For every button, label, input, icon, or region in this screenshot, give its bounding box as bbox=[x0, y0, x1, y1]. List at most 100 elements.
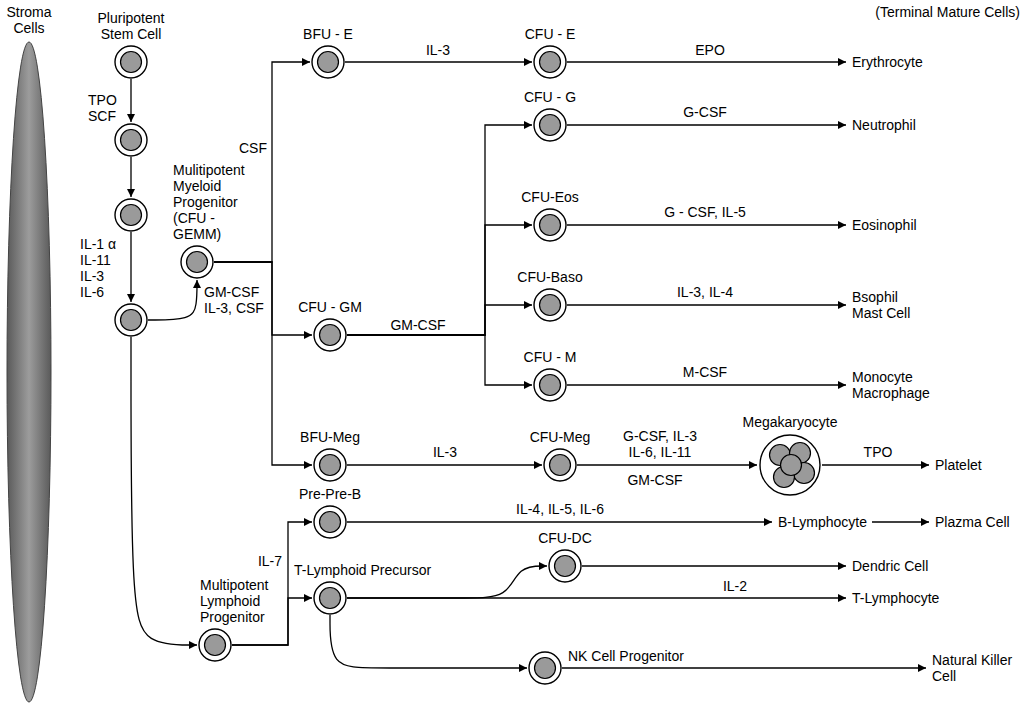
label-holder: CFU-Meg bbox=[530, 429, 591, 445]
mature-cell-name: Erythrocyte bbox=[852, 54, 923, 70]
progenitor-cell: CFU-Meg bbox=[543, 448, 577, 482]
cytokine-label: TPO bbox=[864, 444, 893, 460]
cell-membrane bbox=[534, 209, 566, 241]
lineage-arrow bbox=[130, 157, 131, 197]
cell-membrane bbox=[534, 369, 566, 401]
cell-label: Pluripotent Stem Cell bbox=[91, 10, 171, 42]
cell-symbol bbox=[528, 651, 562, 685]
lineage-arrow bbox=[148, 280, 197, 320]
cell-nucleus bbox=[555, 556, 576, 577]
mature-cell-name: B-Lymphocyte bbox=[778, 514, 867, 530]
label-holder: IL-4, IL-5, IL-6 bbox=[516, 501, 604, 517]
cell-membrane bbox=[314, 506, 346, 538]
mature-cell-label: Erythrocyte bbox=[852, 54, 923, 70]
cell-nucleus bbox=[205, 635, 226, 656]
cytokine-label: IL-1 α IL-11 IL-3 IL-6 bbox=[80, 236, 124, 300]
label-holder: TPO SCF bbox=[88, 92, 124, 124]
cell-membrane bbox=[314, 582, 346, 614]
cell-symbol bbox=[311, 45, 345, 79]
cytokine-label: GM-CSF bbox=[390, 317, 445, 333]
note-label: (Terminal Mature Cells) bbox=[875, 4, 1020, 20]
cytokine-label: IL-7 bbox=[258, 553, 282, 569]
label-holder: IL-3 bbox=[433, 444, 457, 460]
lineage-arrow bbox=[347, 597, 846, 598]
label-holder: EPO bbox=[695, 42, 725, 58]
label-holder: CFU-Eos bbox=[521, 189, 579, 205]
mature-cell-label: Bsophil Mast Cell bbox=[852, 289, 924, 321]
lineage-arrow bbox=[577, 464, 757, 465]
cell-symbol bbox=[313, 448, 347, 482]
label-holder: M-CSF bbox=[683, 364, 727, 380]
megakaryocyte-symbol bbox=[758, 433, 822, 497]
cell-label: CFU-Baso bbox=[517, 269, 582, 285]
cytokine-label: IL-3 bbox=[426, 42, 450, 58]
cell-symbol bbox=[114, 123, 148, 157]
cell-nucleus bbox=[121, 52, 142, 73]
cell-nucleus bbox=[320, 455, 341, 476]
progenitor-cell: BFU - E bbox=[311, 45, 345, 79]
cell-membrane bbox=[534, 289, 566, 321]
cytokine-label: G - CSF, IL-5 bbox=[664, 204, 746, 220]
megakaryocyte-cell: Megakaryocyte bbox=[758, 433, 822, 497]
cell-symbol bbox=[533, 208, 567, 242]
progenitor-cell: Pre-Pre-B bbox=[313, 505, 347, 539]
cell-symbol bbox=[313, 581, 347, 615]
lineage-arrow bbox=[872, 521, 929, 522]
cell-label: CFU-Eos bbox=[521, 189, 579, 205]
cell-nucleus bbox=[540, 115, 561, 136]
mature-cell-label: T-Lymphocyte bbox=[852, 590, 939, 606]
label-holder: T-Lymphoid Precursor bbox=[294, 562, 431, 578]
cell-label: BFU - E bbox=[303, 26, 353, 42]
progenitor-cell: CFU - E bbox=[533, 45, 567, 79]
cell-symbol bbox=[114, 303, 148, 337]
label-holder: CFU - M bbox=[524, 349, 577, 365]
label-holder: GM-CSF IL-3, CSF bbox=[204, 284, 272, 316]
cytokine-label: CSF bbox=[239, 140, 267, 156]
mature-cell-name: Plazma Cell bbox=[935, 514, 1010, 530]
cell-membrane bbox=[115, 46, 147, 78]
label-holder: Megakaryocyte bbox=[743, 414, 838, 430]
cell-label: CFU - G bbox=[524, 89, 576, 105]
cell-membrane bbox=[115, 124, 147, 156]
cell-symbol bbox=[180, 245, 214, 279]
cell-label: NK Cell Progenitor bbox=[568, 648, 684, 664]
cell-symbol bbox=[114, 198, 148, 232]
cytokine-label: M-CSF bbox=[683, 364, 727, 380]
label-holder: Multipotent Lymphoid Progenitor bbox=[200, 577, 284, 625]
progenitor-cell: CFU-Eos bbox=[533, 208, 567, 242]
lineage-arrow bbox=[330, 615, 527, 668]
cell-label: Megakaryocyte bbox=[743, 414, 838, 430]
mature-cell-label: B-Lymphocyte bbox=[778, 514, 867, 530]
progenitor-cell: NK Cell Progenitor bbox=[528, 651, 562, 685]
lineage-arrow bbox=[130, 232, 131, 302]
label-holder: CFU - G bbox=[524, 89, 576, 105]
progenitor-cell: T-Lymphoid Precursor bbox=[313, 581, 347, 615]
label-holder: IL-2 bbox=[723, 578, 747, 594]
mature-cell-name: T-Lymphocyte bbox=[852, 590, 939, 606]
cell-symbol bbox=[114, 45, 148, 79]
cell-nucleus bbox=[540, 215, 561, 236]
cell-nucleus bbox=[320, 512, 341, 533]
nucleus-lobe bbox=[781, 455, 802, 476]
cytokine-label: G-CSF bbox=[683, 104, 727, 120]
lineage-arrow bbox=[347, 225, 532, 335]
mature-cell-name: Platelet bbox=[935, 457, 982, 473]
lineage-arrow bbox=[582, 565, 846, 566]
label-holder: NK Cell Progenitor bbox=[568, 648, 684, 664]
cell-symbol bbox=[313, 318, 347, 352]
stroma-shape bbox=[2, 40, 56, 704]
lineage-arrow bbox=[562, 667, 926, 668]
cell-symbol bbox=[533, 288, 567, 322]
cell-nucleus bbox=[540, 52, 561, 73]
label-holder: G - CSF, IL-5 bbox=[664, 204, 746, 220]
mature-cell-name: Bsophil Mast Cell bbox=[852, 289, 924, 321]
progenitor-cell bbox=[114, 303, 148, 337]
cell-symbol bbox=[543, 448, 577, 482]
cell-nucleus bbox=[121, 310, 142, 331]
cytokine-label: IL-2 bbox=[723, 578, 747, 594]
mature-cell-name: Eosinophil bbox=[852, 217, 917, 233]
progenitor-cell: Mulitipotent Myeloid Progenitor (CFU - G… bbox=[180, 245, 214, 279]
cell-nucleus bbox=[540, 375, 561, 396]
mature-cell-label: Eosinophil bbox=[852, 217, 917, 233]
lineage-arrow bbox=[131, 337, 197, 645]
